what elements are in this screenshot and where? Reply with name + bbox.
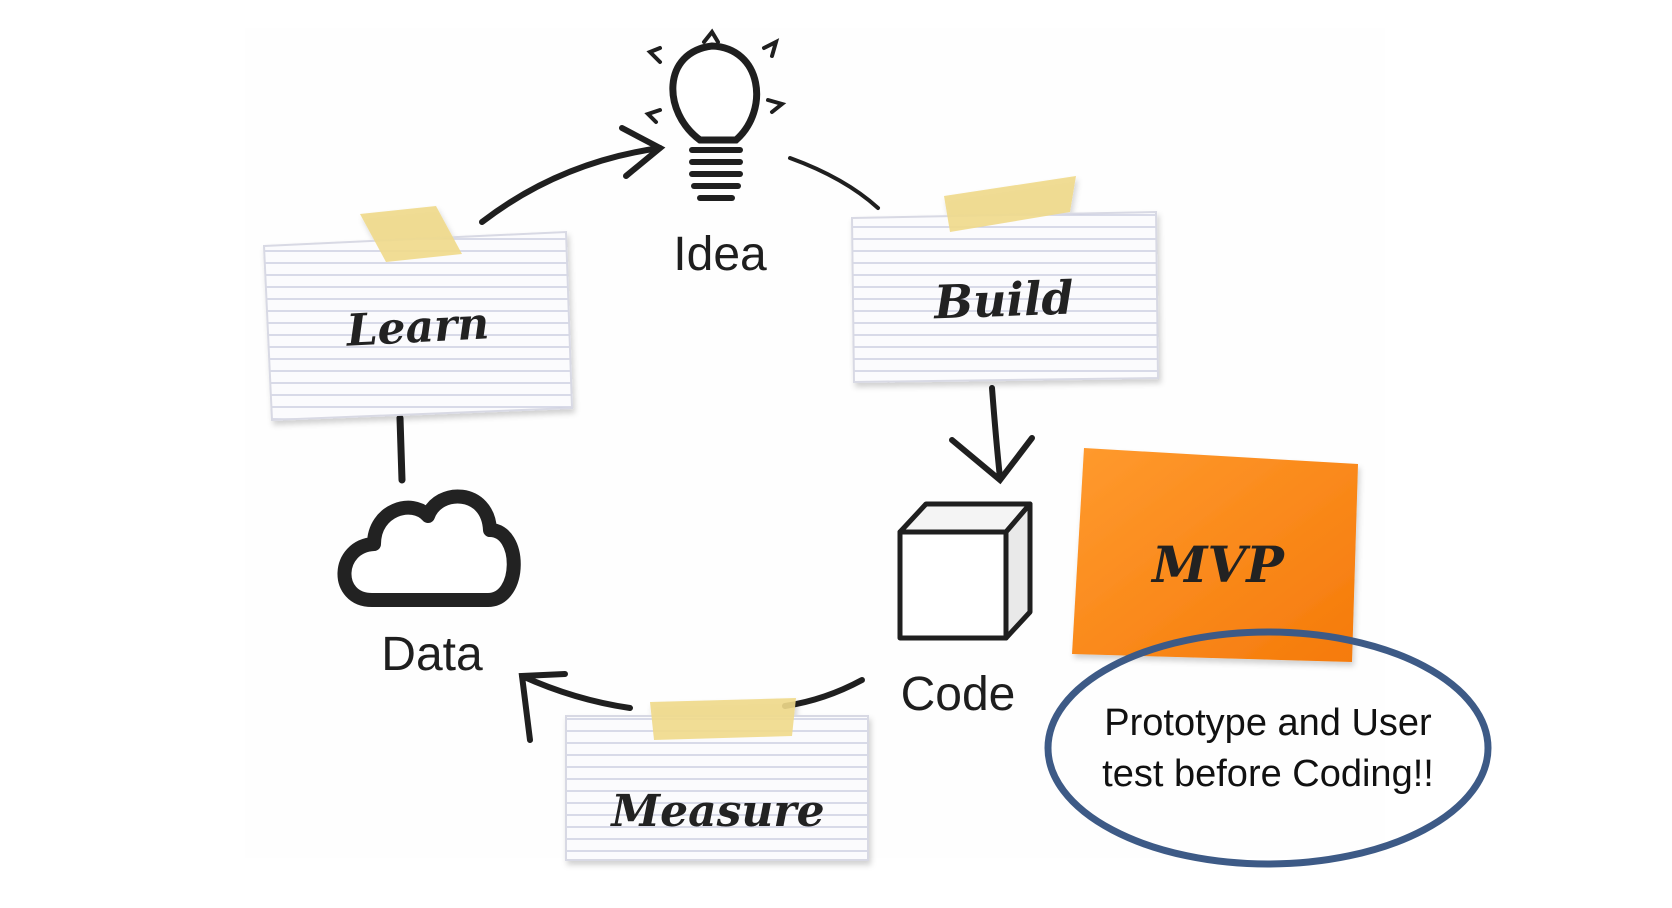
callout-line-2: test before Coding!! bbox=[1102, 753, 1434, 795]
callout-line-1: Prototype and User bbox=[1104, 702, 1432, 744]
idea-label: Idea bbox=[673, 228, 767, 281]
build-card bbox=[850, 176, 1160, 384]
build-tape bbox=[944, 176, 1076, 232]
arrow-data-to-learn bbox=[396, 414, 406, 484]
learn-label: Learn bbox=[343, 298, 490, 356]
arrow-learn-to-idea bbox=[479, 125, 666, 225]
build-label: Build bbox=[931, 271, 1074, 330]
data-label: Data bbox=[381, 628, 483, 681]
arrow-measure-to-data bbox=[518, 671, 633, 743]
measure-tape bbox=[650, 698, 796, 740]
cube-icon bbox=[897, 501, 1033, 641]
measure-card bbox=[565, 698, 869, 861]
learn-card bbox=[262, 206, 574, 422]
arrow-idea-to-build bbox=[788, 156, 880, 210]
measure-label: Measure bbox=[609, 786, 824, 837]
callout-ellipse bbox=[1044, 628, 1492, 868]
lightbulb-icon bbox=[644, 28, 787, 201]
code-label: Code bbox=[901, 668, 1016, 721]
mvp-label: MVP bbox=[1150, 535, 1285, 594]
mvp-sticky-note bbox=[1072, 448, 1358, 662]
cloud-icon bbox=[337, 489, 521, 607]
learn-tape bbox=[360, 206, 462, 262]
arrow-build-to-code bbox=[949, 385, 1035, 485]
